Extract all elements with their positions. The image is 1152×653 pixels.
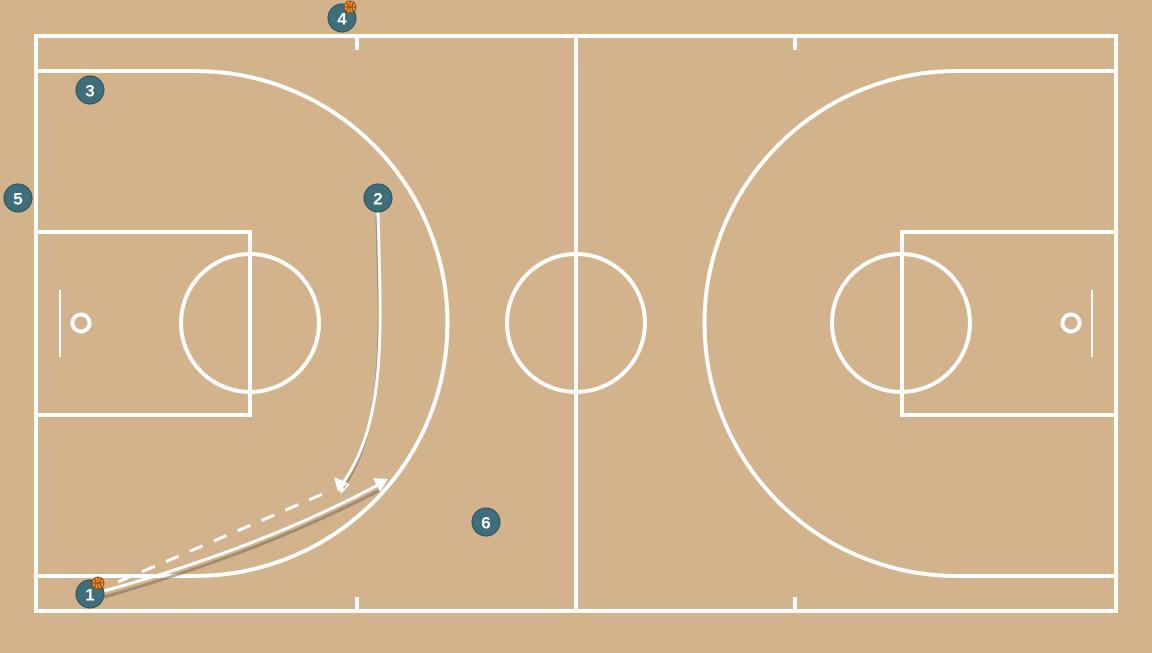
player-marker	[3, 183, 33, 213]
player-number: 3	[85, 82, 94, 101]
player-2[interactable]: 2	[363, 183, 393, 213]
player-3[interactable]: 3	[75, 75, 105, 105]
free-throw-circle-right	[830, 252, 972, 394]
player-number: 2	[373, 190, 382, 209]
key-right	[900, 230, 1118, 417]
court	[34, 34, 1118, 613]
player-number: 5	[13, 190, 22, 209]
dribble-line-1	[103, 483, 379, 593]
center-circle	[505, 252, 647, 394]
hoop-left	[70, 312, 92, 334]
pass-line-1	[117, 488, 333, 584]
left-half	[34, 69, 450, 578]
player-number: 4	[337, 10, 347, 29]
basketball-icon	[91, 576, 105, 590]
player-1[interactable]: 1	[75, 576, 105, 609]
player-marker	[363, 183, 393, 213]
actions	[103, 211, 388, 599]
cut-arrow-head	[334, 477, 348, 492]
player-marker	[75, 75, 105, 105]
dribble-arrow-head	[373, 478, 388, 492]
players: 1 2 3 4 5 6	[3, 0, 501, 609]
three-point-line-left	[36, 69, 450, 578]
key-left	[34, 230, 252, 417]
hoop-right	[1060, 312, 1082, 334]
right-half	[702, 69, 1118, 578]
three-point-line-right	[702, 69, 1116, 578]
player-6[interactable]: 6	[471, 507, 501, 537]
player-marker	[471, 507, 501, 537]
player-5[interactable]: 5	[3, 183, 33, 213]
basketball-icon	[343, 0, 357, 14]
player-number: 1	[85, 586, 94, 605]
player-4[interactable]: 4	[327, 0, 357, 33]
player-number: 6	[481, 514, 490, 533]
free-throw-circle-left	[179, 252, 321, 394]
dribble-shadow	[103, 488, 381, 599]
cut-line-2	[341, 211, 382, 484]
